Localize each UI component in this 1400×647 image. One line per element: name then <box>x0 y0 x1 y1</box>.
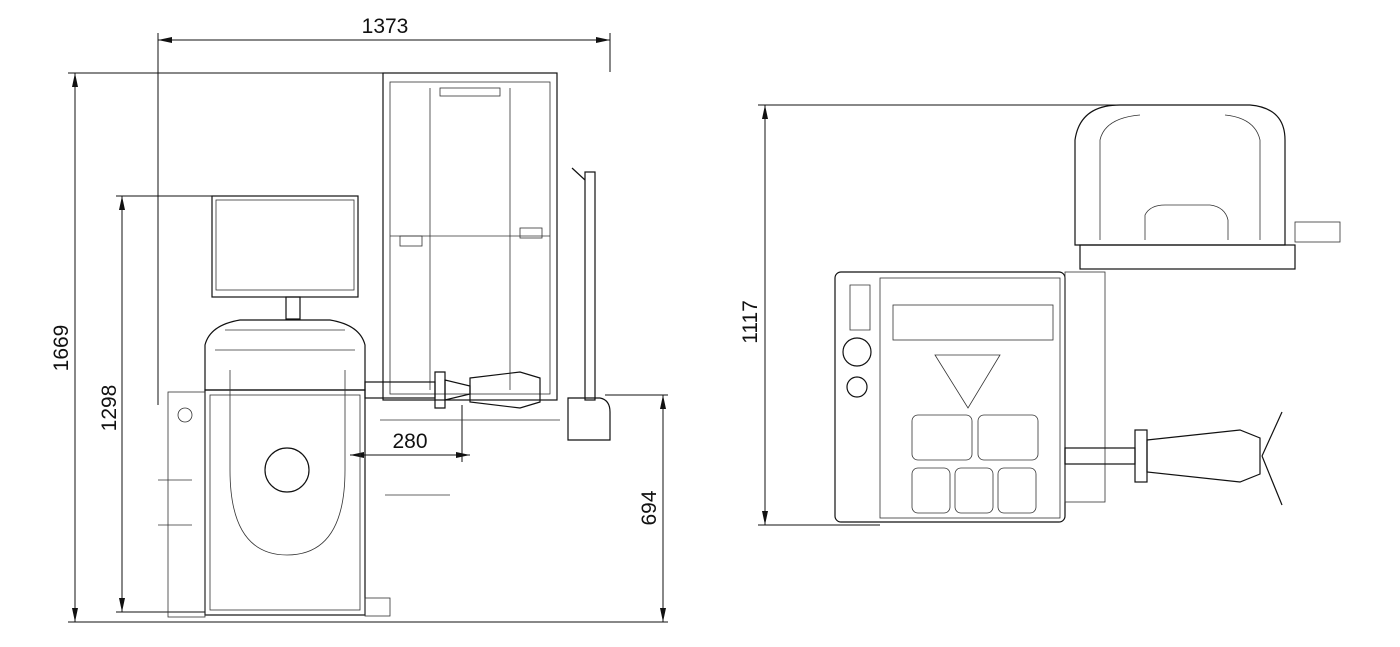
dimension-monitor-height: 1298 <box>98 195 212 613</box>
dimension-label-monitor-height: 1298 <box>98 385 121 432</box>
balancing-shaft <box>364 371 560 421</box>
dimension-label-depth: 1117 <box>739 300 762 344</box>
flange-cover-icon <box>264 447 310 493</box>
monitor <box>211 195 359 320</box>
dimension-label-shaft-offset: 280 <box>392 430 427 453</box>
machine-head <box>204 319 366 391</box>
dimension-label-shaft-height: 694 <box>638 490 661 525</box>
dimension-label-width: 1373 <box>362 15 409 38</box>
wheel-guard-frame <box>382 72 558 401</box>
dimension-shaft-height: 694 <box>605 394 668 622</box>
top-view-wheel-guard <box>1074 104 1341 270</box>
dimension-overall-height: 1669 <box>50 72 668 623</box>
distance-arm <box>567 167 611 441</box>
machine-cabinet <box>158 370 450 618</box>
top-view-body <box>834 271 1106 523</box>
dimension-label-height: 1669 <box>50 325 73 372</box>
dimension-depth: 1117 <box>739 104 1140 526</box>
top-view-shaft <box>1064 411 1283 506</box>
dimension-shaft-offset: 280 <box>350 405 470 462</box>
dimension-overall-width: 1373 <box>157 15 611 405</box>
